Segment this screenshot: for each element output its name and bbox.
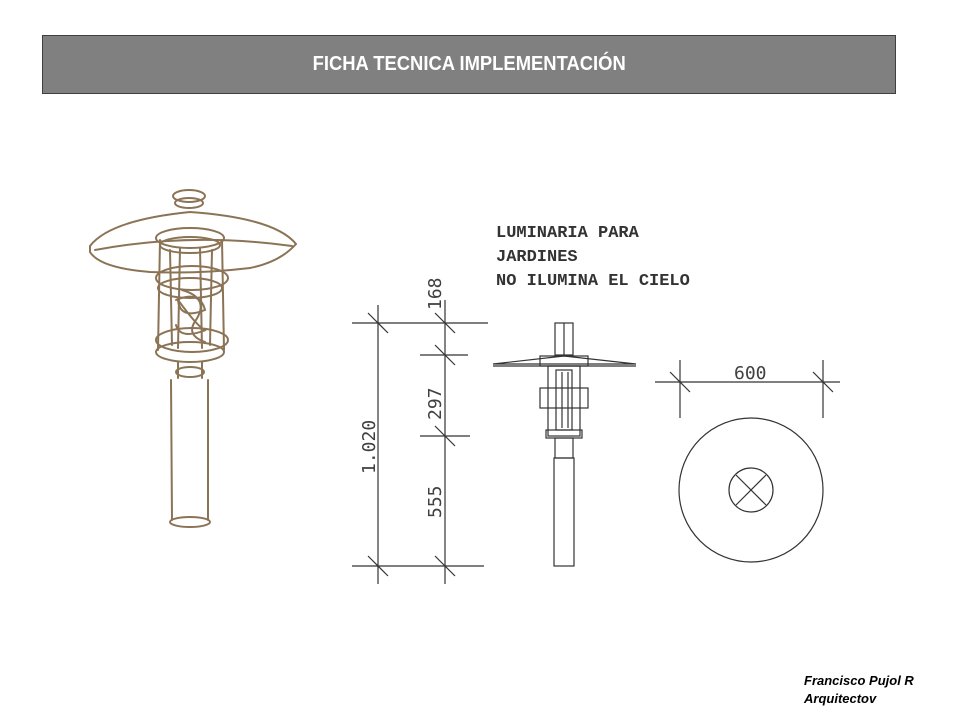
luminaire-plan-view [655,360,840,563]
author-name: Francisco Pujol R [804,673,914,688]
dimension-total: 1.020 [359,420,380,474]
dimension-bottom: 555 [425,485,446,518]
note-line-1: LUMINARIA PARA [496,224,640,243]
luminaire-note: LUMINARIA PARA JARDINES NO ILUMINA EL CI… [496,224,690,291]
height-dimension-labels: 1.020 168 297 555 [359,277,446,518]
note-line-3: NO ILUMINA EL CIELO [496,272,690,291]
dimension-middle: 297 [425,387,446,420]
title-bar: FICHA TECNICA IMPLEMENTACIÓN [42,35,896,94]
luminaire-elevation [492,322,637,567]
note-line-2: JARDINES [496,248,578,267]
author-role: Arquitectov [804,691,877,706]
author-credit: Francisco Pujol R Arquitectov [804,672,914,708]
height-dimensions [352,300,488,584]
luminaire-sketch [89,189,298,528]
dimension-diameter: 600 [734,363,767,384]
page-title: FICHA TECNICA IMPLEMENTACIÓN [312,53,626,75]
dimension-top: 168 [425,277,446,310]
